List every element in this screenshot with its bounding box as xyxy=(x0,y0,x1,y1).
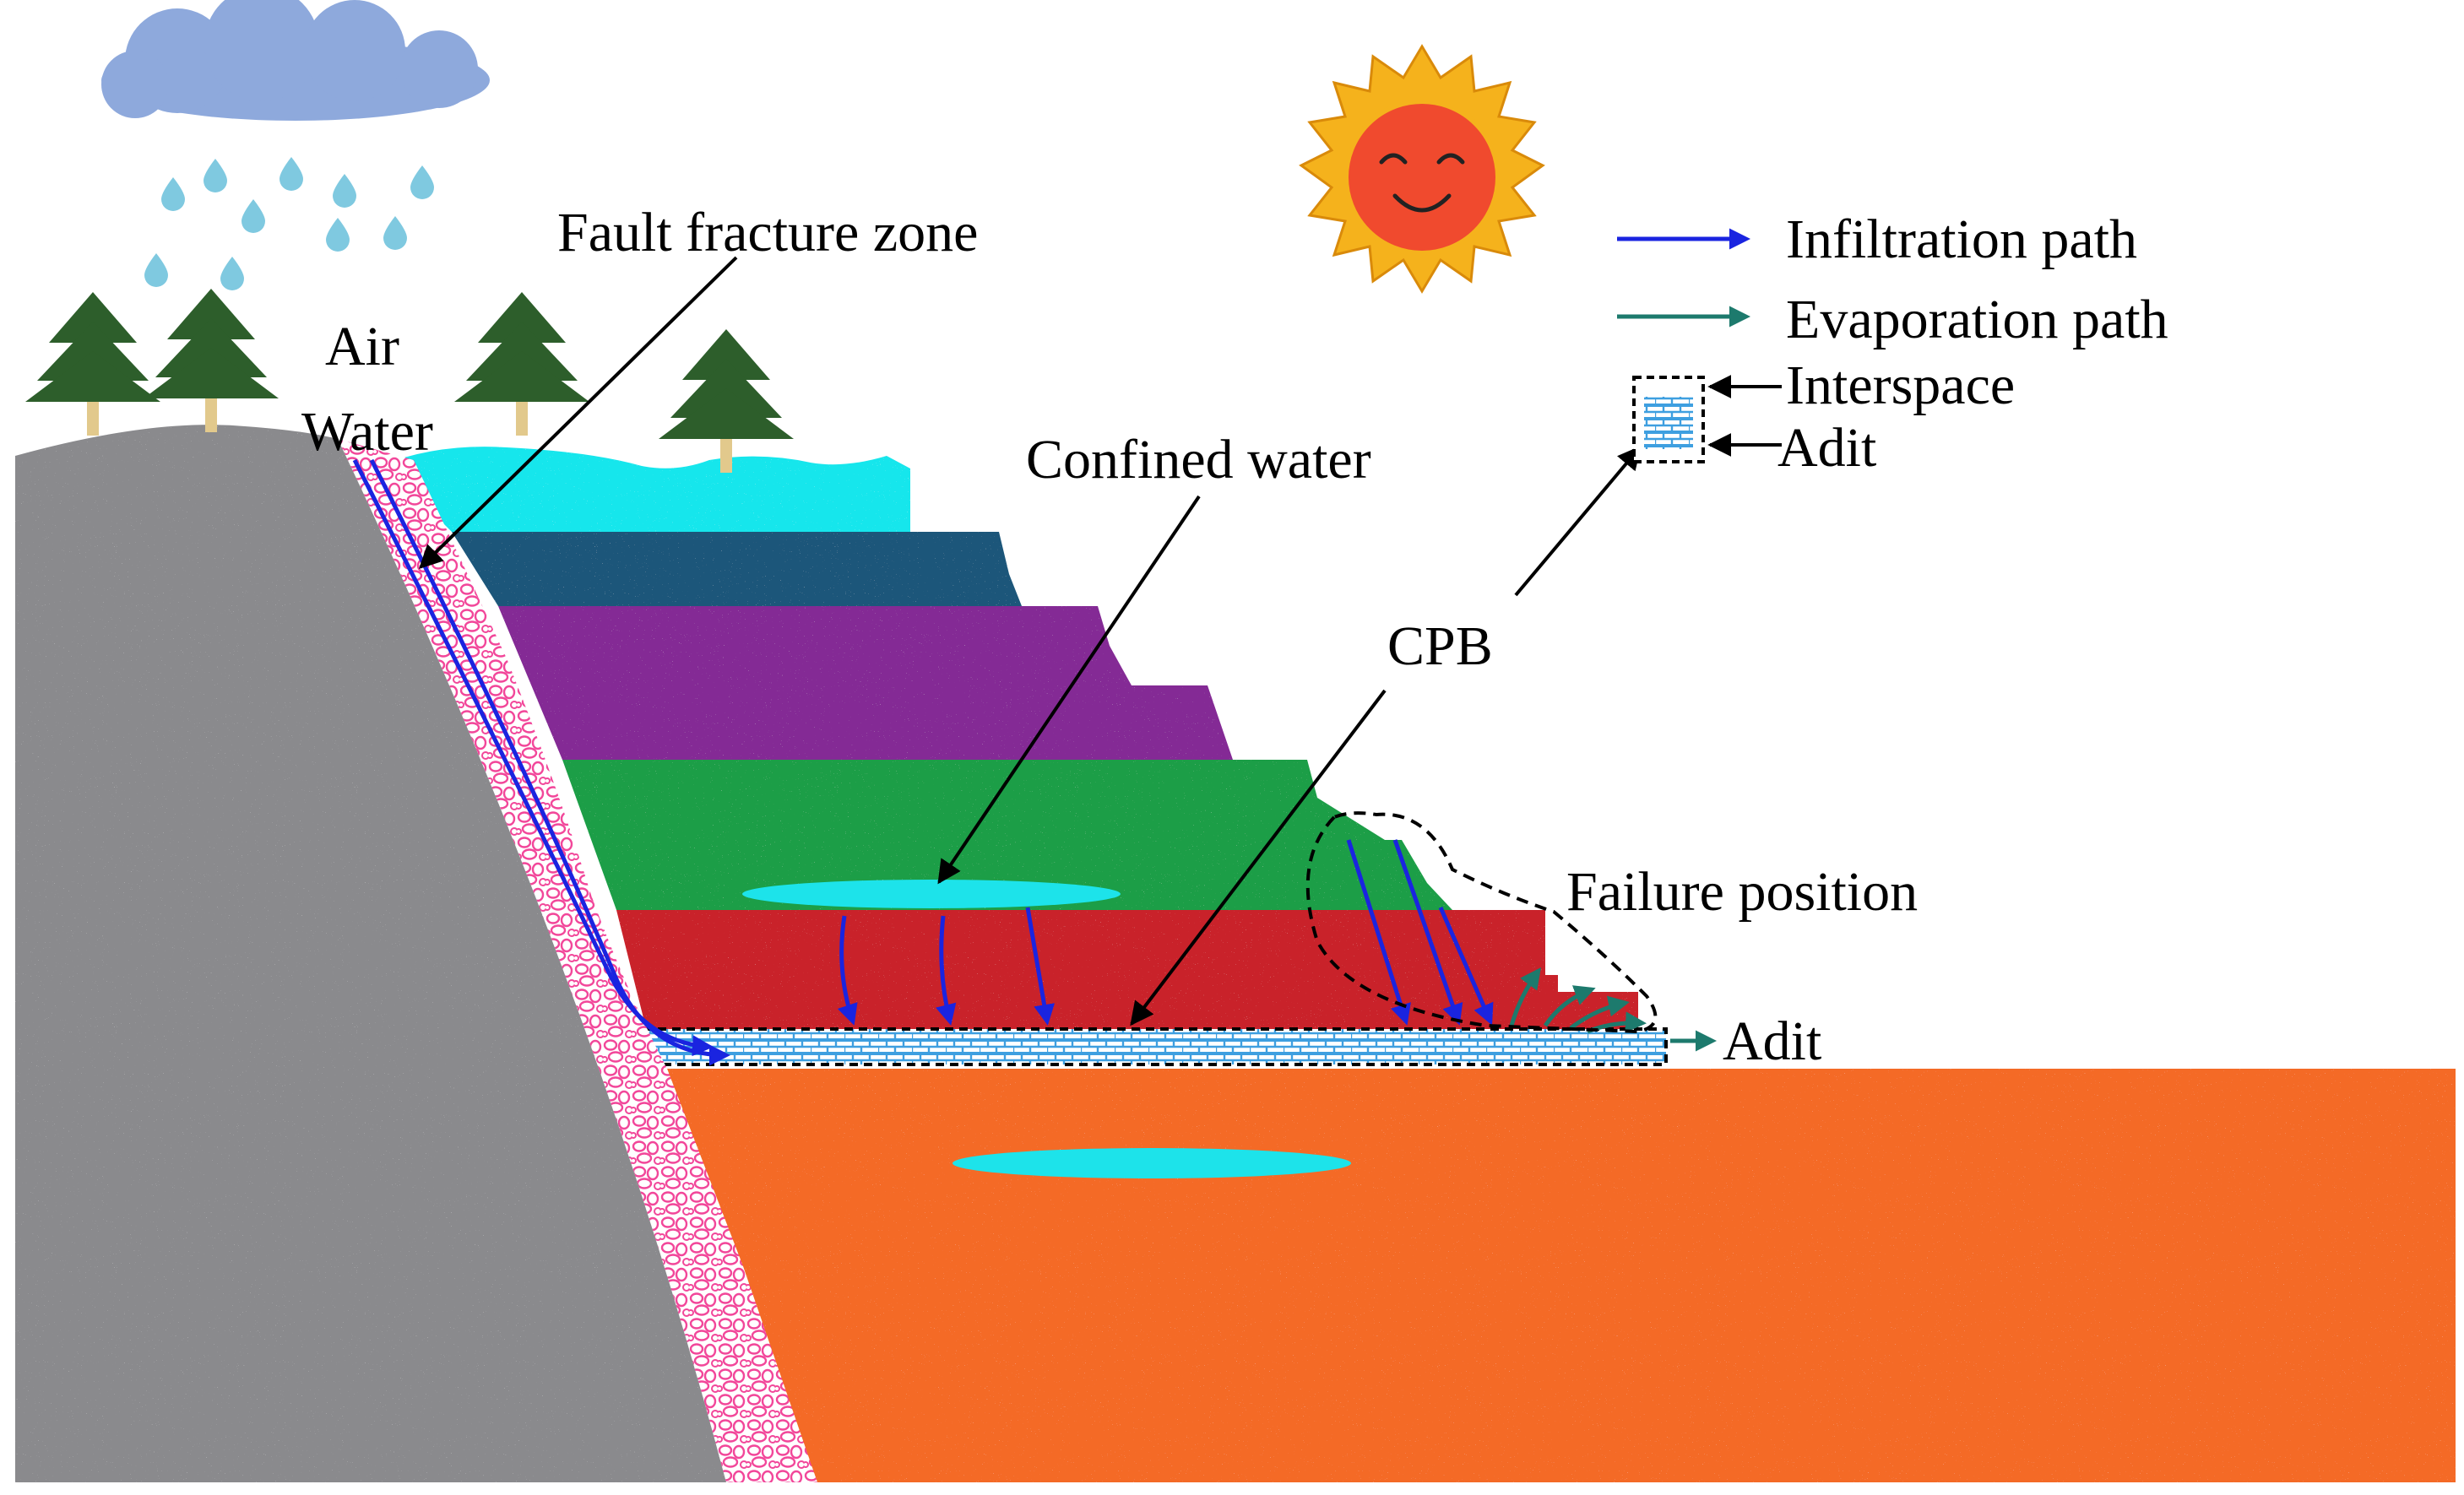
tree-icon xyxy=(25,292,160,436)
evaporation-arrow-1 xyxy=(1509,967,1541,1026)
raindrop-icon xyxy=(144,253,168,287)
green-stratum xyxy=(562,760,1452,910)
seep-arrow-3 xyxy=(1025,907,1056,1026)
raindrop-icon xyxy=(161,177,185,211)
tree-icon xyxy=(659,329,794,473)
sun-icon xyxy=(1299,44,1545,294)
raindrop-icon xyxy=(220,257,244,290)
legend-adit-label: Adit xyxy=(1777,417,1876,479)
confined-water-upper xyxy=(742,880,1121,908)
failure-infiltration-arrow-2 xyxy=(1392,839,1463,1026)
mountain xyxy=(15,425,726,1482)
label-failure-position: Failure position xyxy=(1566,861,1918,923)
seep-arrow-1 xyxy=(837,915,858,1026)
fault-infiltration-arrow-2 xyxy=(369,458,730,1066)
legend-infiltration-label: Infiltration path xyxy=(1786,209,2137,270)
red-stratum xyxy=(616,910,1647,1052)
label-water: Water xyxy=(301,401,433,463)
evaporation-arrows xyxy=(1509,967,1717,1052)
legend-interspace-label: Interspace xyxy=(1786,355,2015,416)
raindrop-icon xyxy=(280,157,303,191)
legend-cpb-swatch xyxy=(1644,397,1693,449)
seep-arrow-2 xyxy=(936,915,957,1026)
infiltration-arrows xyxy=(352,458,1494,1066)
leader-cpb-detail xyxy=(1514,445,1642,597)
raindrop-icon xyxy=(242,199,265,233)
confined-water-lower xyxy=(952,1148,1351,1178)
label-fault-fracture-zone: Fault fracture zone xyxy=(557,202,978,263)
cpb-backfill xyxy=(629,1029,1666,1064)
leader-cpb xyxy=(1130,689,1387,1026)
failure-infiltration-arrow-3 xyxy=(1438,906,1494,1026)
orange-stratum xyxy=(667,1069,2456,1482)
failure-zone-outline xyxy=(1305,811,1658,1034)
evaporation-arrow-2 xyxy=(1543,985,1596,1027)
evaporation-arrow-3 xyxy=(1569,995,1630,1030)
fault-fracture-zone xyxy=(338,439,817,1482)
purple-stratum xyxy=(498,606,1233,760)
label-adit: Adit xyxy=(1723,1010,1821,1072)
navy-stratum xyxy=(452,532,1022,606)
raindrop-icon xyxy=(326,218,350,252)
label-air: Air xyxy=(325,316,399,377)
tree-icon xyxy=(144,289,279,432)
raindrop-icon xyxy=(383,216,407,250)
failure-infiltration-arrow-1 xyxy=(1346,839,1411,1026)
tree-icon xyxy=(454,292,589,436)
legend xyxy=(1617,228,1782,463)
raindrop-icon xyxy=(333,174,356,208)
cyan-stratum xyxy=(384,447,910,532)
legend-evaporation-label: Evaporation path xyxy=(1786,289,2168,350)
label-confined-water: Confined water xyxy=(1026,429,1371,490)
leader-lines xyxy=(419,256,1642,1026)
raindrop-icon xyxy=(204,159,227,192)
raindrops xyxy=(144,157,434,290)
leader-confined-water xyxy=(937,495,1201,885)
raindrop-icon xyxy=(410,165,434,199)
leader-fault-fracture-zone xyxy=(419,256,738,569)
cloud-icon xyxy=(101,0,490,121)
label-cpb: CPB xyxy=(1387,615,1493,677)
